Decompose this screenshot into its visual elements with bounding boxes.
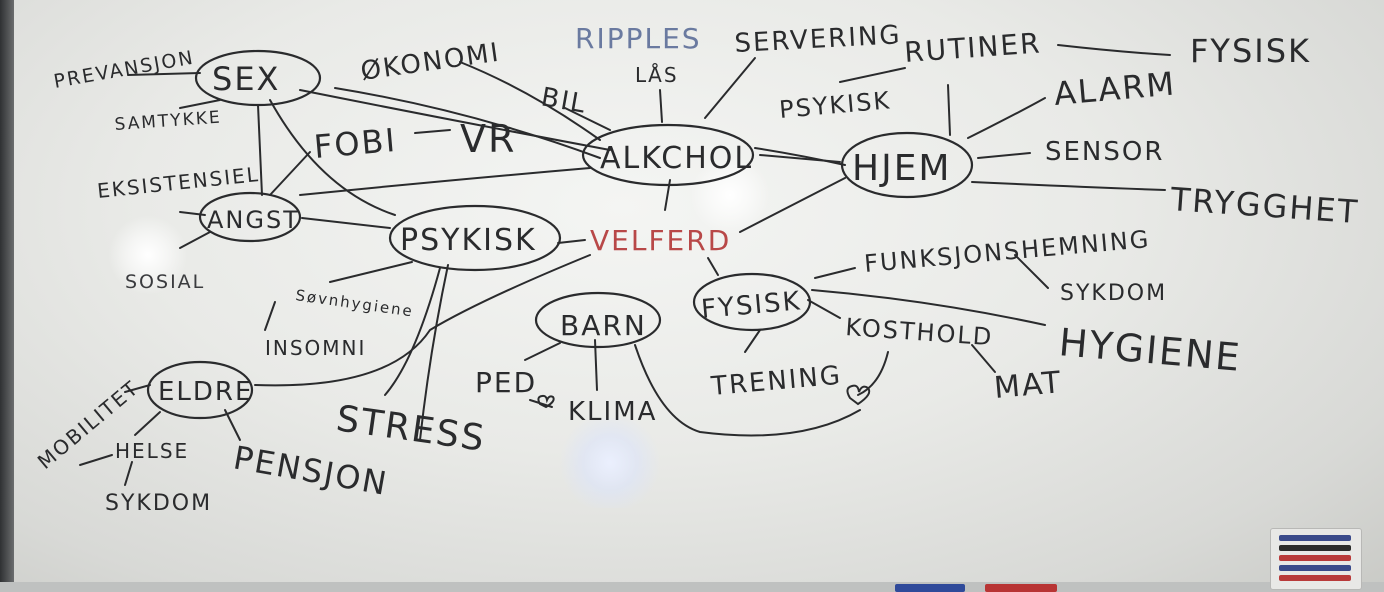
word-fobi: FOBI xyxy=(312,121,398,166)
word-stress: STRESS xyxy=(334,398,489,460)
word-trygghet: TRYGGHET xyxy=(1168,180,1360,231)
word-psykisk-small: PSYKISK xyxy=(778,86,892,124)
node-oval-hjem xyxy=(840,131,974,199)
word-sykdom-right: SYKDOM xyxy=(1060,281,1167,306)
heart-doodle xyxy=(846,384,871,406)
node-oval-alkchol xyxy=(581,123,755,187)
word-bil: BIL xyxy=(539,82,590,120)
node-oval-sex xyxy=(194,49,322,107)
word-servering: SERVERING xyxy=(734,20,902,59)
word-funksjonshemning: FUNKSJONSHEMNING xyxy=(863,225,1151,278)
word-trening: TRENING xyxy=(709,361,843,402)
word-sensor: SENSOR xyxy=(1045,137,1164,167)
word-kosthold: KOSTHOLD xyxy=(845,313,995,351)
word-klima: KLIMA xyxy=(568,397,657,427)
word-ripples: RIPPLES xyxy=(575,22,702,55)
word-okonomi: ØKONOMI xyxy=(359,38,502,87)
word-prevansjon: PREVANSJON xyxy=(52,47,196,93)
marker-blue[interactable] xyxy=(895,584,965,592)
word-helse: HELSE xyxy=(115,439,189,463)
word-sosial: SOSIAL xyxy=(125,271,205,293)
word-rutiner: RUTINER xyxy=(903,26,1042,69)
marker-tray xyxy=(0,582,1384,592)
connector-lines xyxy=(79,44,1171,486)
marker-red[interactable] xyxy=(985,584,1057,592)
node-oval-fysisk xyxy=(692,272,812,332)
word-barn: BARN xyxy=(560,309,647,342)
word-ped: PED xyxy=(475,366,537,399)
word-las: LÅS xyxy=(635,63,679,87)
node-oval-eldre xyxy=(146,360,254,420)
word-sykdom-left: SYKDOM xyxy=(105,491,212,516)
light-reflection xyxy=(560,418,660,508)
word-vr: VR xyxy=(460,117,516,161)
word-sovnhygiene: Søvnhygiene xyxy=(294,286,414,320)
heart-doodle xyxy=(537,394,555,409)
word-eldre: ELDRE xyxy=(158,377,253,407)
word-alarm: ALARM xyxy=(1052,64,1177,113)
word-angst: ANGST xyxy=(207,206,300,234)
word-fysisk-top: FYSISK xyxy=(1190,32,1311,70)
word-pensjon: PENSJON xyxy=(231,438,392,503)
node-oval-angst xyxy=(198,191,302,243)
word-velferd: VELFERD xyxy=(590,224,731,257)
node-oval-barn xyxy=(534,291,662,349)
board-frame-edge xyxy=(0,0,14,592)
word-eksistensiel: EKSISTENSIEL xyxy=(96,162,261,203)
marker-holder xyxy=(1270,528,1362,590)
word-samtykke: SAMTYKKE xyxy=(114,108,222,135)
word-insomni: INSOMNI xyxy=(265,336,366,360)
word-alkchol: ALKCHOL xyxy=(600,141,753,176)
word-sex: SEX xyxy=(212,60,280,98)
word-hjem: HJEM xyxy=(852,148,952,189)
word-psykisk: PSYKISK xyxy=(400,223,537,258)
word-mat: MAT xyxy=(993,365,1064,406)
node-oval-psykisk xyxy=(388,204,562,272)
word-hygiene: HYGIENE xyxy=(1057,320,1243,380)
word-fysisk: FYSISK xyxy=(700,286,803,325)
